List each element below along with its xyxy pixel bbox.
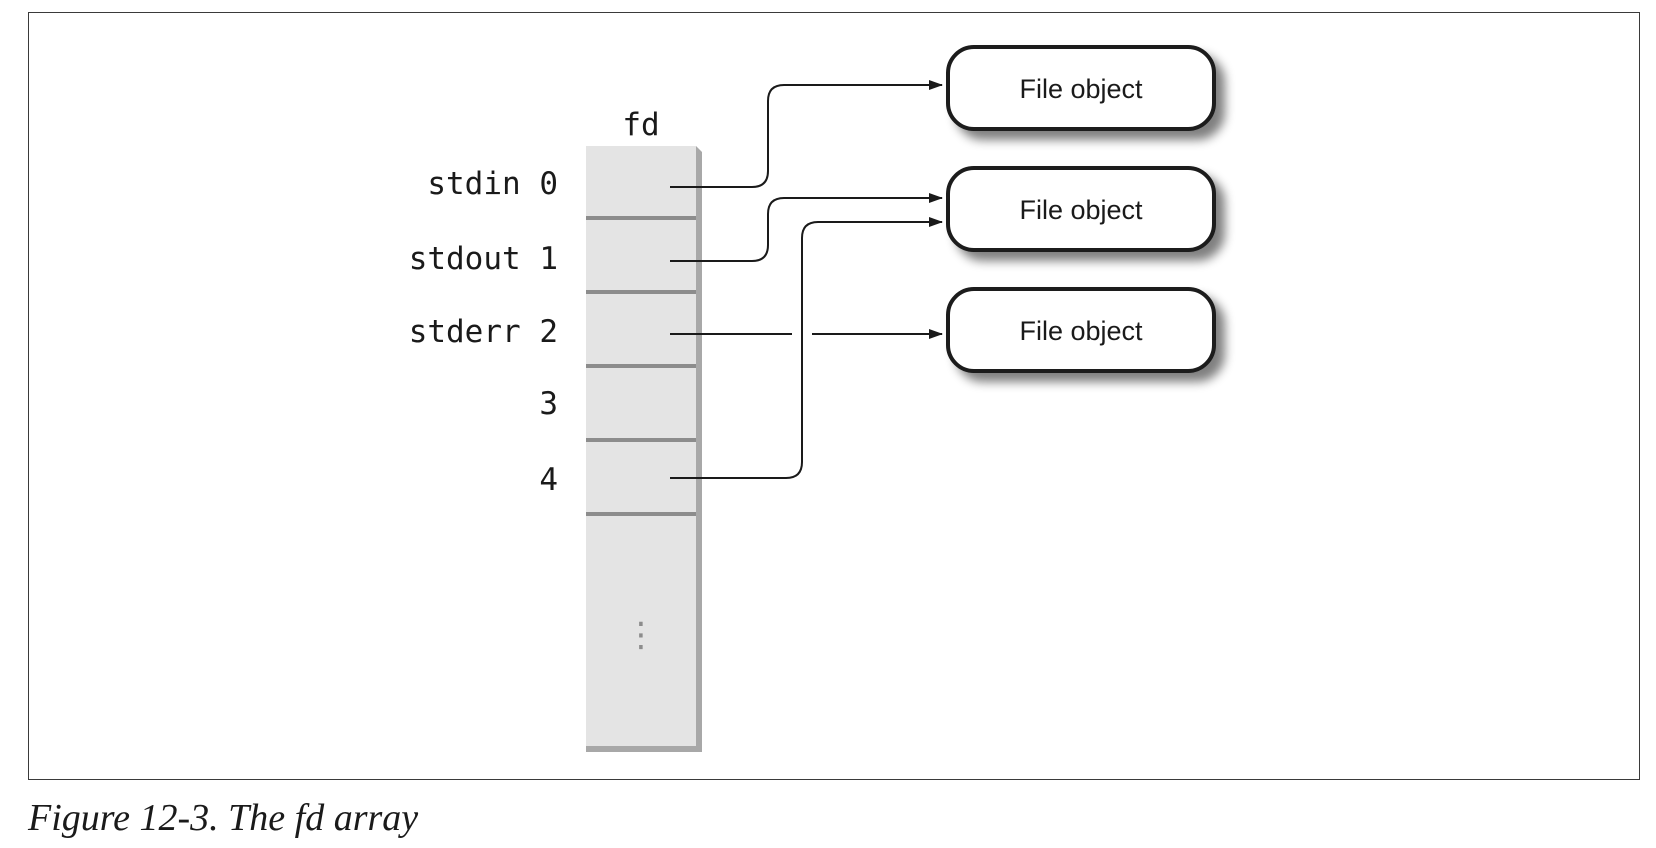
connections — [670, 80, 943, 479]
arrow-stdout-to-file-object-2 — [670, 193, 943, 262]
continuation-dots: ⋮ — [624, 615, 658, 655]
slot-label-4: 4 — [539, 462, 558, 498]
array-header: fd — [622, 107, 659, 143]
file-object-box — [946, 287, 1216, 373]
figure-frame — [28, 12, 1640, 780]
arrow-fd4-to-file-object-2 — [670, 217, 943, 479]
slot-label-stderr: stderr 2 — [409, 314, 558, 350]
figure-caption: Figure 12-3. The fd array — [28, 797, 419, 839]
file-object-box — [946, 166, 1216, 252]
arrow-stdin-to-file-object-1 — [670, 80, 943, 188]
file-object-2: File object — [946, 166, 1216, 252]
slot-label-stdout: stdout 1 — [409, 241, 558, 277]
slot-label-stdin: stdin 0 — [427, 166, 558, 202]
file-object-1: File object — [946, 45, 1216, 131]
file-object-label: File object — [1019, 74, 1143, 104]
file-object-label: File object — [1019, 195, 1143, 225]
fd-array-face — [586, 146, 696, 746]
file-object-3: File object — [946, 287, 1216, 373]
slot-label-3: 3 — [539, 386, 558, 422]
file-object-label: File object — [1019, 316, 1143, 346]
fd-array: ⋮ — [586, 146, 702, 752]
file-object-box — [946, 45, 1216, 131]
